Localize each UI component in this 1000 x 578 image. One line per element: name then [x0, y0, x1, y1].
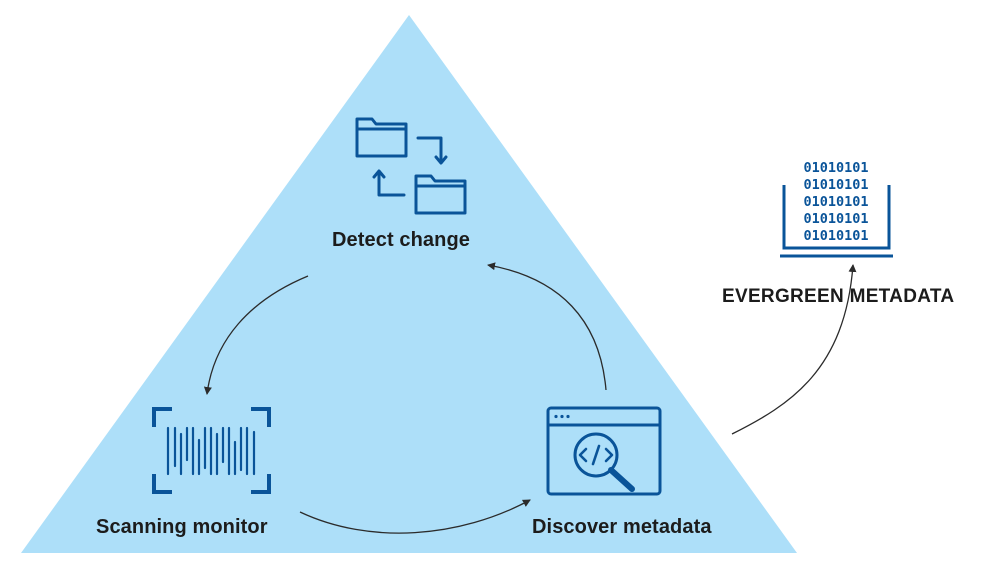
arrow-discover-to-detect — [487, 262, 607, 391]
discover-metadata-label: Discover metadata — [532, 516, 712, 538]
binary-row: 01010101 — [803, 177, 868, 193]
detect-change-label: Detect change — [332, 229, 471, 251]
binary-row: 01010101 — [803, 211, 868, 227]
arrow-discover-to-evergreen — [731, 264, 857, 435]
binary-row: 01010101 — [803, 194, 868, 210]
arrow-detect-to-scan — [203, 275, 309, 395]
binary-row: 01010101 — [803, 160, 868, 176]
arrow-scan-to-discover — [299, 499, 531, 534]
scanning-monitor-label: Scanning monitor — [96, 516, 268, 538]
binary-monitor-icon: 01010101 01010101 01010101 01010101 0101… — [780, 160, 893, 258]
folder-swap-icon — [355, 117, 467, 215]
cycle-triangle — [21, 15, 797, 553]
evergreen-metadata-label: EVERGREEN METADATA — [722, 286, 955, 307]
barcode-scan-icon — [152, 407, 271, 494]
binary-row: 01010101 — [803, 228, 868, 244]
code-search-browser-icon — [546, 406, 662, 496]
